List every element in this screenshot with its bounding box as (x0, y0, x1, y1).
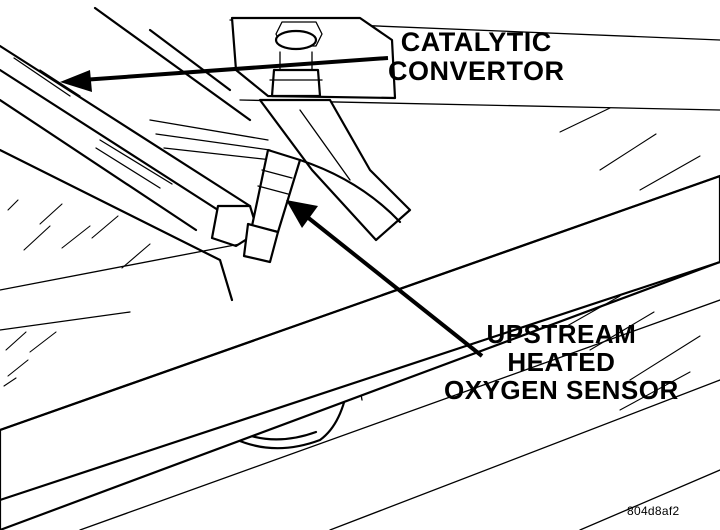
converter-mount (230, 16, 397, 100)
oxygen-sensor-label-line-1: UPSTREAM (486, 319, 637, 349)
figure-id: 804d8af2 (627, 504, 680, 518)
oxygen-sensor-label: UPSTREAM HEATED OXYGEN SENSOR (444, 320, 679, 404)
catalytic-convertor-label: CATALYTIC CONVERTOR (388, 27, 565, 87)
oxygen-sensor-arrow (286, 200, 484, 358)
catalytic-convertor-arrow (60, 56, 389, 92)
left-body-panel (0, 148, 241, 387)
catalytic-convertor-label-line-1: CATALYTIC (400, 27, 552, 57)
catalytic-convertor-label-line-2: CONVERTOR (388, 56, 565, 87)
cross-bar (0, 174, 720, 530)
lower-floor-panel (79, 299, 720, 530)
oxygen-sensor-label-line-2: HEATED (507, 347, 616, 378)
oxygen-sensor (242, 148, 302, 264)
exhaust-pipe (149, 98, 412, 242)
right-wheel-hatching (559, 107, 701, 411)
left-frame-rail (0, 44, 260, 248)
oxygen-sensor-label-line-3: OXYGEN SENSOR (444, 375, 679, 406)
